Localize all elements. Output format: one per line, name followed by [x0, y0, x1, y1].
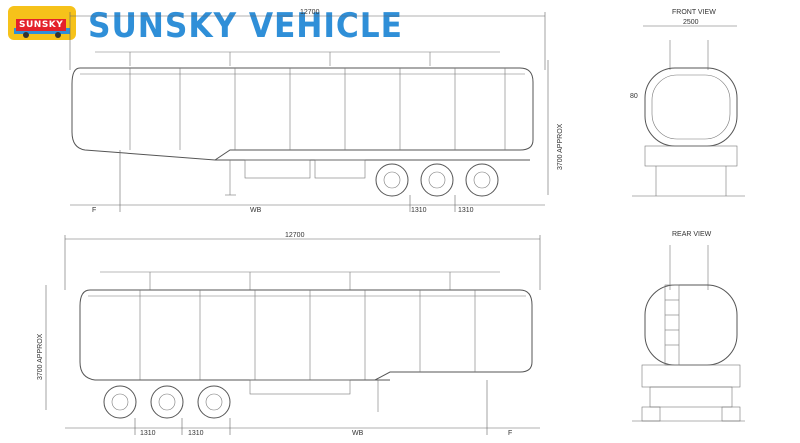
- bottom-front-overhang: F: [508, 430, 512, 437]
- top-overall-length: 12700: [300, 9, 320, 16]
- top-wheel-group: [375, 163, 499, 197]
- top-axle-spacing-2: 1310: [458, 207, 474, 214]
- side-view-top: 12700: [69, 9, 564, 214]
- top-wheelbase: WB: [250, 207, 262, 214]
- front-view-side-dim: 80: [630, 93, 638, 100]
- side-view-bottom: 12700 3700 APPR: [37, 232, 541, 437]
- bottom-axle-spacing-1: 1310: [140, 430, 156, 437]
- company-logo: SUNSKY: [6, 4, 78, 42]
- front-view-title: FRONT VIEW: [672, 9, 716, 16]
- bottom-overall-length: 12700: [285, 232, 305, 239]
- front-view-width: 2500: [683, 19, 699, 26]
- bottom-height: 3700 APPROX: [37, 333, 44, 380]
- bottom-axle-spacing-2: 1310: [188, 430, 204, 437]
- brand-title: SUNSKY VEHICLE: [88, 6, 403, 46]
- rear-view: REAR VIEW: [632, 231, 745, 422]
- rear-view-title: REAR VIEW: [672, 231, 712, 238]
- top-axle-spacing-1: 1310: [411, 207, 427, 214]
- top-front-overhang: F: [92, 207, 96, 214]
- top-height: 3700 APPROX: [557, 123, 564, 170]
- logo-text: SUNSKY: [16, 19, 67, 31]
- front-view: FRONT VIEW 2500 80: [630, 9, 745, 197]
- bottom-wheelbase: WB: [352, 430, 364, 437]
- bottom-wheel-group: [103, 385, 231, 419]
